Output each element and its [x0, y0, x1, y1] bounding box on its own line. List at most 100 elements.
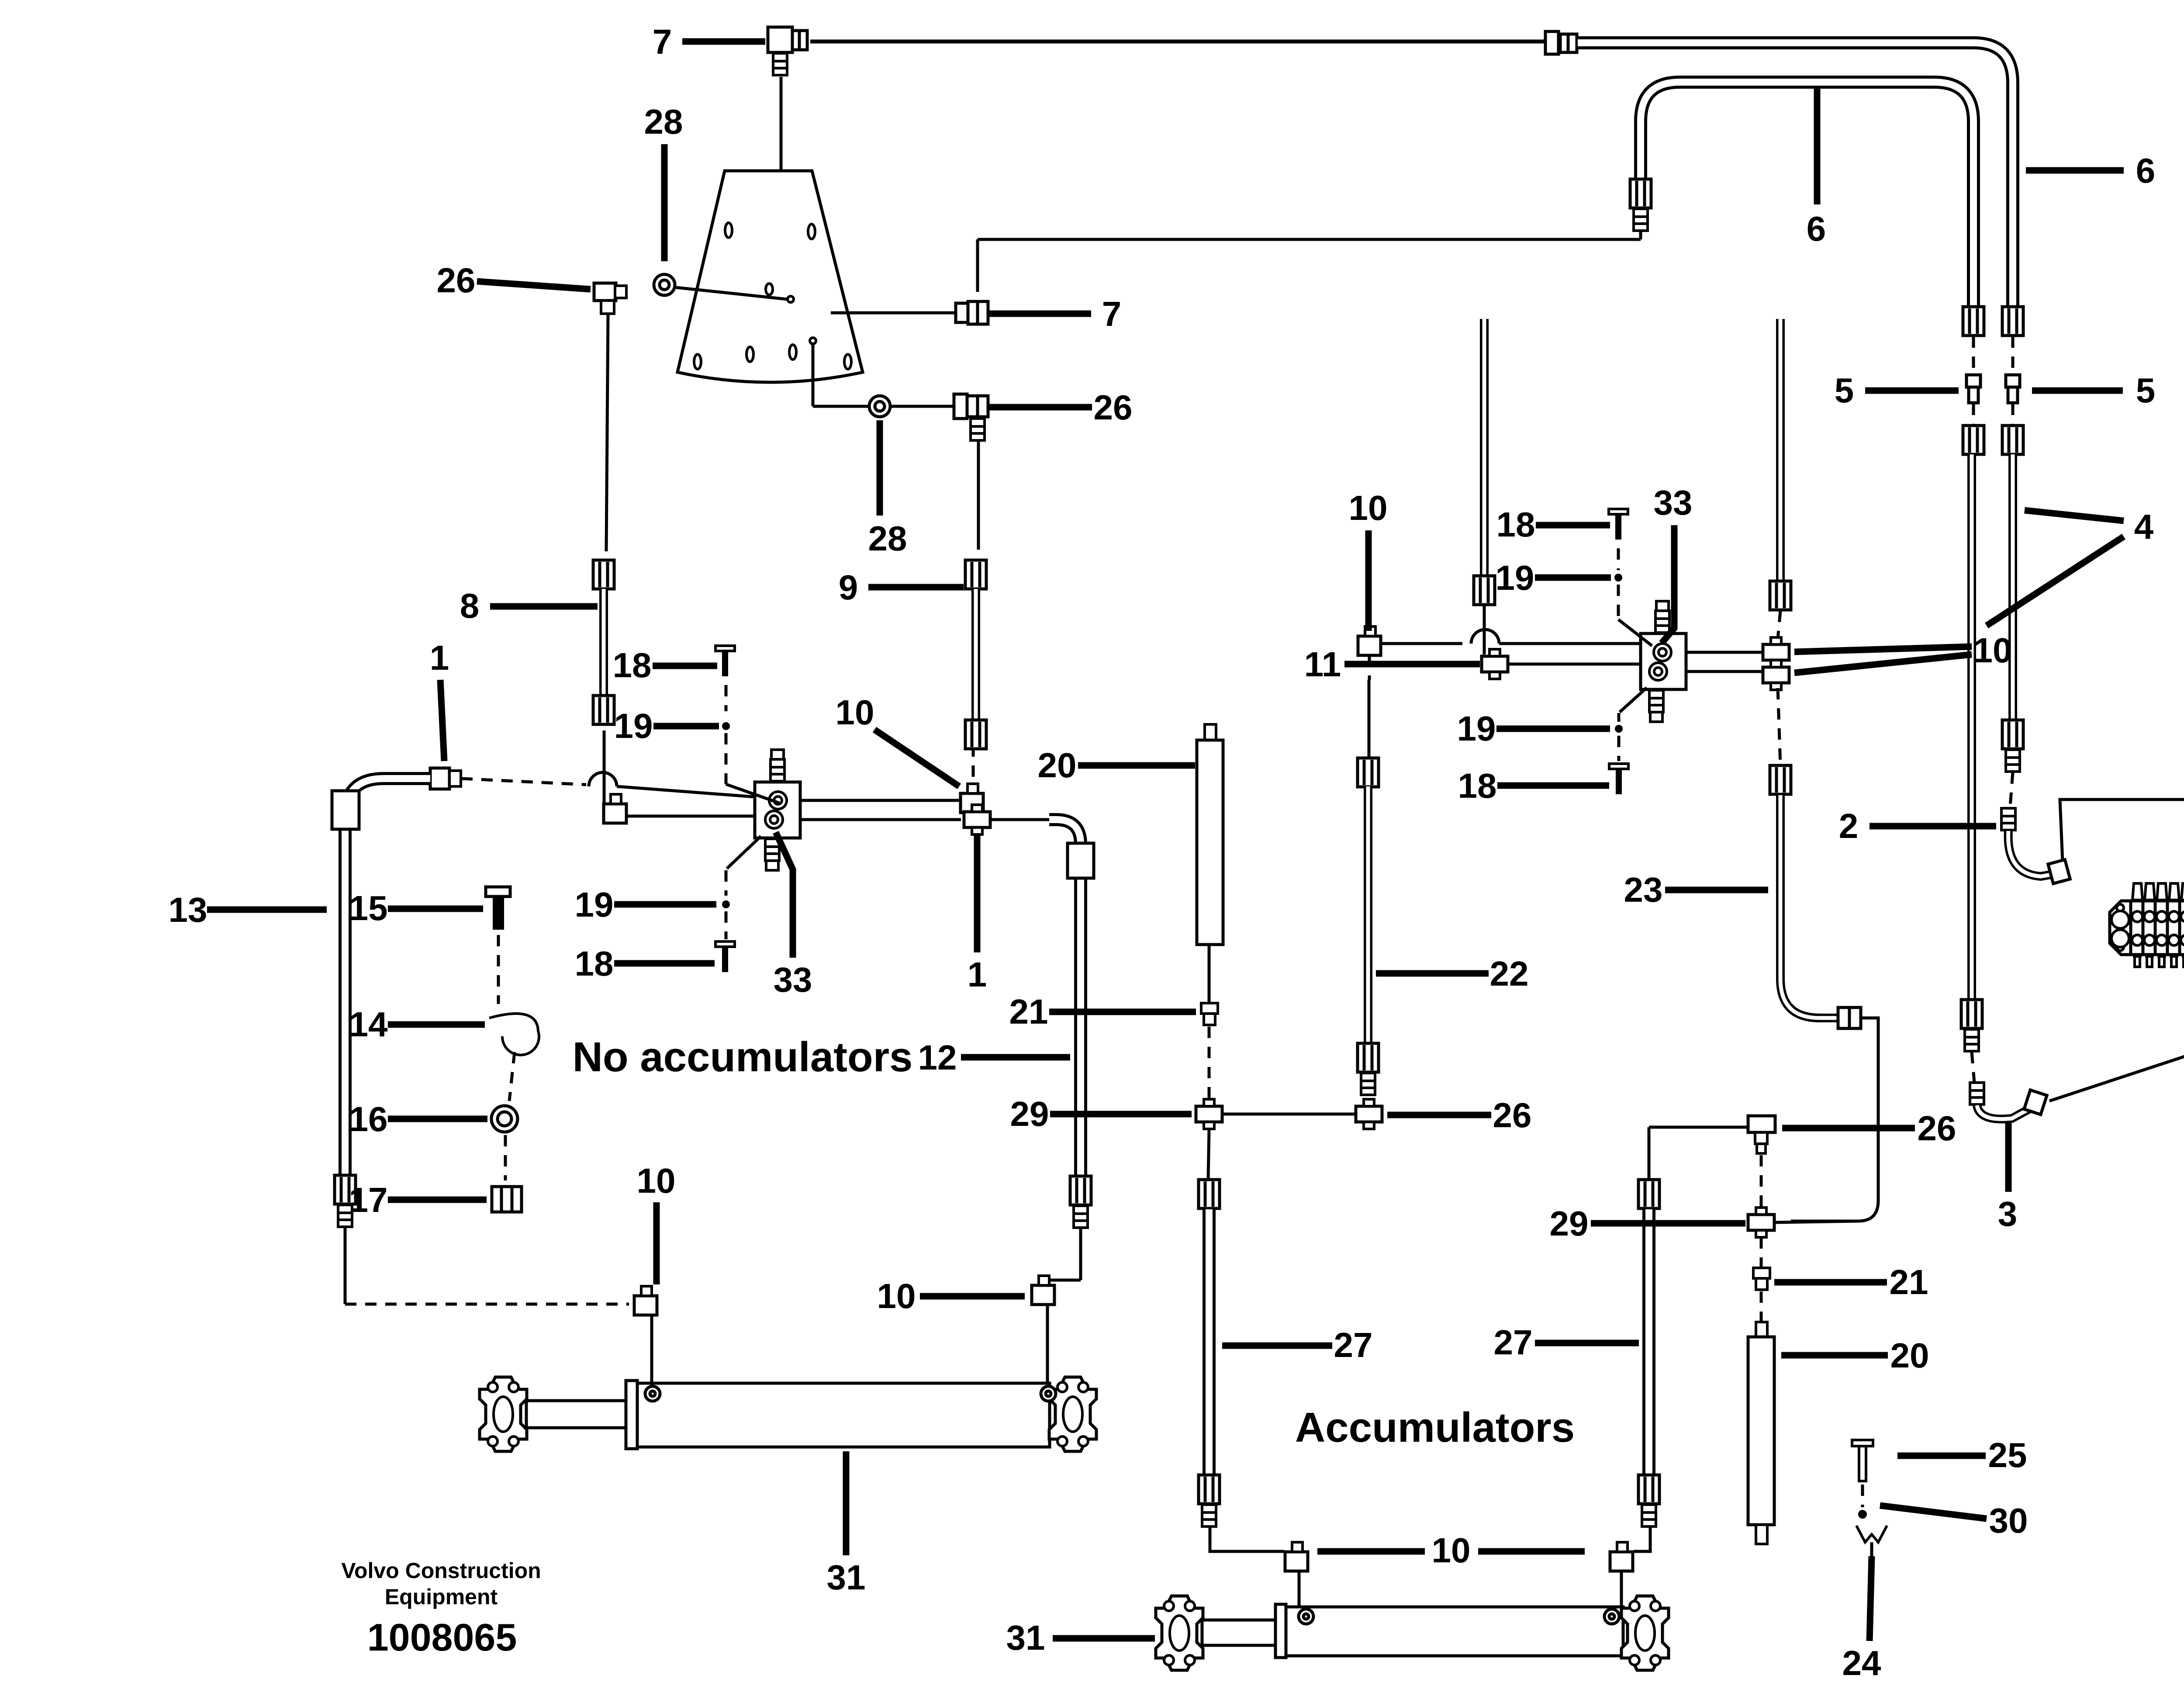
- plate-right-fitting-7: [831, 239, 990, 326]
- callout-26: 26: [1094, 388, 1133, 427]
- callout-29: 29: [1010, 1094, 1049, 1133]
- callout-10-leader: [1794, 643, 1972, 655]
- title-block: Volvo Construction Equipment 1008065: [341, 1558, 541, 1659]
- callout-10: 10: [836, 693, 874, 732]
- callout-33-leader: [1659, 525, 1678, 645]
- part-14-hook: [489, 1012, 540, 1101]
- callout-31: 31: [1006, 1618, 1045, 1657]
- plate-left-fitting-26: [592, 274, 788, 552]
- callout-33: 33: [774, 960, 812, 999]
- callout-26-leader: [477, 278, 591, 293]
- hose-6-inner: [978, 76, 1980, 306]
- callout-2: 2: [1839, 807, 1859, 845]
- callout-10-leader: [872, 727, 961, 789]
- callout-18: 18: [613, 646, 652, 685]
- accumulator-cylinder-20-left: [1196, 723, 1356, 1180]
- callout-23: 23: [1624, 870, 1663, 909]
- part-15-bolt: [484, 885, 512, 1004]
- callout-3: 3: [1998, 1194, 2018, 1233]
- callout-6: 6: [1807, 209, 1826, 248]
- hose-6-outer: [1578, 36, 2019, 306]
- hose-chain-right: [2002, 307, 2023, 807]
- hose-9: [965, 560, 986, 749]
- callout-20: 20: [1038, 746, 1077, 785]
- part-30-clamp: [1855, 1525, 1888, 1556]
- callout-27: 27: [1494, 1323, 1533, 1362]
- coupler-joint: [1544, 30, 1579, 56]
- callout-4: 4: [2134, 507, 2154, 546]
- callout-20: 20: [1890, 1336, 1929, 1375]
- part-16-ring: [490, 1104, 519, 1180]
- callout-18: 18: [575, 944, 614, 983]
- callout-1: 1: [430, 638, 449, 677]
- doc-number: 1008065: [367, 1616, 517, 1659]
- callout-21: 21: [1009, 992, 1048, 1031]
- callout-1: 1: [968, 955, 987, 994]
- hose-23: [1770, 319, 1880, 1223]
- top-fitting-7-left: [766, 25, 1546, 183]
- hose-13: [330, 772, 629, 1306]
- callout-8: 8: [460, 586, 480, 625]
- callout-4-leader: [1984, 533, 2126, 629]
- callout-21: 21: [1890, 1263, 1928, 1301]
- cylinder-31-bottom: [1156, 1596, 1669, 1670]
- callout-19: 19: [614, 706, 653, 745]
- callout-18: 18: [1458, 766, 1497, 805]
- callout-33-leader: [773, 831, 796, 958]
- callout-10: 10: [877, 1277, 916, 1315]
- hose-27-right: [1610, 1180, 1659, 1609]
- callout-19: 19: [575, 885, 614, 924]
- callout-33: 33: [1654, 483, 1693, 522]
- jumper-hose-2: [2001, 798, 2184, 886]
- manifold-left-33: [377, 646, 1049, 972]
- callout-19: 19: [1496, 558, 1534, 597]
- callout-26: 26: [1493, 1096, 1532, 1135]
- callout-18: 18: [1496, 505, 1535, 544]
- callout-24: 24: [1842, 1644, 1881, 1682]
- cylinder-31-left: [480, 1286, 1096, 1451]
- callout-27: 27: [1334, 1326, 1373, 1364]
- callout-30: 30: [1989, 1501, 2028, 1540]
- hose-8: [593, 560, 614, 724]
- callout-24-leader: [1866, 1556, 1875, 1641]
- callout-26: 26: [1918, 1109, 1956, 1148]
- manifold-right-33: [1358, 319, 1789, 794]
- callout-26: 26: [437, 261, 476, 300]
- accumulators-label: Accumulators: [1295, 1404, 1575, 1451]
- callout-10: 10: [1349, 488, 1388, 527]
- callout-13: 13: [169, 890, 207, 929]
- callout-15: 15: [349, 889, 388, 928]
- callout-7: 7: [653, 22, 672, 61]
- callout-17: 17: [349, 1180, 388, 1219]
- callout-30-leader: [1880, 1502, 1987, 1522]
- callout-28: 28: [868, 519, 907, 558]
- callout-10-leader: [1794, 651, 1972, 676]
- hose-22: [1356, 655, 1382, 1129]
- callout-6: 6: [2136, 151, 2156, 190]
- callout-29: 29: [1550, 1204, 1589, 1243]
- callout-31: 31: [827, 1558, 866, 1597]
- callout-5: 5: [1835, 371, 1854, 410]
- part-17-union: [490, 1185, 523, 1214]
- plate-right-fitting-26: [811, 344, 990, 550]
- publisher-line2: Equipment: [385, 1585, 498, 1609]
- hose-12: [1032, 813, 1095, 1384]
- callout-10: 10: [637, 1161, 676, 1200]
- jumper-hose-3: [1970, 1055, 2184, 1124]
- callout-14: 14: [349, 1005, 388, 1044]
- mounting-plate: [675, 169, 865, 384]
- callout-10: 10: [1432, 1531, 1471, 1570]
- callout-1-leader: [437, 679, 448, 762]
- hose-chain-left: [1961, 307, 1984, 1083]
- hose-27-left: [1199, 1180, 1308, 1609]
- callout-22: 22: [1490, 954, 1529, 993]
- callout-4-leader: [2024, 507, 2124, 524]
- callout-7: 7: [1102, 294, 1122, 333]
- chain-right-lower: [1647, 1114, 1859, 1545]
- callout-10: 10: [1973, 631, 2012, 670]
- callout-11: 11: [1304, 645, 1341, 684]
- callout-25: 25: [1988, 1436, 2027, 1475]
- publisher-line1: Volvo Construction: [341, 1558, 541, 1583]
